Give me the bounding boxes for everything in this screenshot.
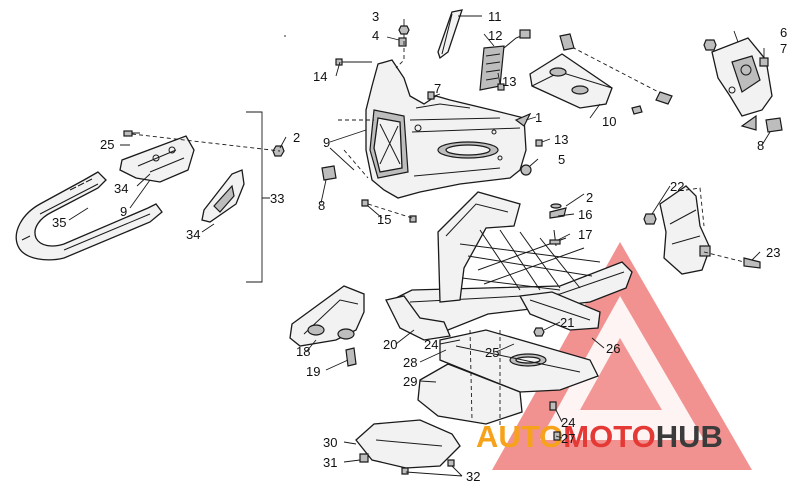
callout-8-left: 8 (318, 198, 325, 213)
callout-11: 11 (488, 9, 502, 24)
callout-35: 35 (52, 215, 66, 230)
watermark-word-hub: HUB (656, 419, 723, 454)
callout-labels: 1 2 2 3 4 5 6 7 7 8 8 9 9 10 11 12 13 13… (52, 9, 787, 484)
bolt-14 (335, 58, 372, 66)
callout-16: 16 (578, 207, 592, 222)
callout-7-center: 7 (434, 81, 441, 96)
callout-26: 26 (606, 341, 620, 356)
screw-3 (398, 25, 410, 35)
callout-22: 22 (670, 179, 684, 194)
callout-4: 4 (372, 28, 379, 43)
callout-15: 15 (377, 212, 391, 227)
callout-9-left: 9 (120, 204, 127, 219)
callout-19: 19 (306, 364, 320, 379)
callout-20: 20 (383, 337, 397, 352)
callout-3: 3 (372, 9, 379, 24)
callout-24-right: 24 (561, 415, 575, 430)
leader-lines (279, 15, 771, 477)
callout-32: 32 (466, 469, 480, 484)
callout-10: 10 (602, 114, 616, 129)
bolt-25-left (123, 130, 140, 137)
bracket-11 (437, 9, 463, 60)
bumper-35 (15, 171, 163, 261)
bracket-6 (703, 37, 783, 133)
callout-12: 12 (488, 28, 502, 43)
callout-31: 31 (323, 455, 337, 470)
callout-30: 30 (323, 435, 337, 450)
mount-22 (643, 185, 761, 275)
callout-25-center: 25 (485, 345, 499, 360)
callout-13-top: 13 (502, 74, 516, 89)
callout-33: 33 (270, 191, 284, 206)
bumper-assembly (15, 111, 285, 283)
callout-28: 28 (403, 355, 417, 370)
callout-2-center: 2 (586, 190, 593, 205)
callout-23: 23 (766, 245, 780, 260)
screw-4 (398, 37, 407, 47)
bracket-18 (289, 285, 365, 367)
callout-7-right: 7 (780, 41, 787, 56)
callout-21: 21 (560, 315, 574, 330)
callout-14: 14 (313, 69, 327, 84)
callout-25-left: 25 (100, 137, 114, 152)
watermark-text: AUTOMOTOHUB (476, 419, 723, 454)
guard-30 (355, 419, 461, 475)
watermark-word-moto: MOTO (563, 419, 655, 454)
callout-9-center: 9 (323, 135, 330, 150)
watermark-word-auto: AUTO (476, 419, 563, 454)
callout-24-center: 24 (424, 337, 438, 352)
skid-plate-28 (439, 329, 599, 393)
main-frame-20 (385, 191, 633, 341)
callout-27: 27 (561, 431, 575, 446)
callout-8-right: 8 (757, 138, 764, 153)
callout-2-left: 2 (293, 130, 300, 145)
skid-plate-29 (417, 329, 523, 426)
callout-18: 18 (296, 344, 310, 359)
callout-17: 17 (578, 227, 592, 242)
callout-34-lower: 34 (186, 227, 200, 242)
callout-29: 29 (403, 374, 417, 389)
callout-34-upper: 34 (114, 181, 128, 196)
watermark-triangle-core (580, 338, 662, 410)
plate-10 (529, 33, 673, 115)
callout-6: 6 (780, 25, 787, 40)
bracket-34-upper (119, 135, 195, 183)
callout-5: 5 (558, 152, 565, 167)
callout-13-mid: 13 (554, 132, 568, 147)
callout-1: 1 (535, 110, 542, 125)
front-frame-assembly (321, 9, 543, 223)
